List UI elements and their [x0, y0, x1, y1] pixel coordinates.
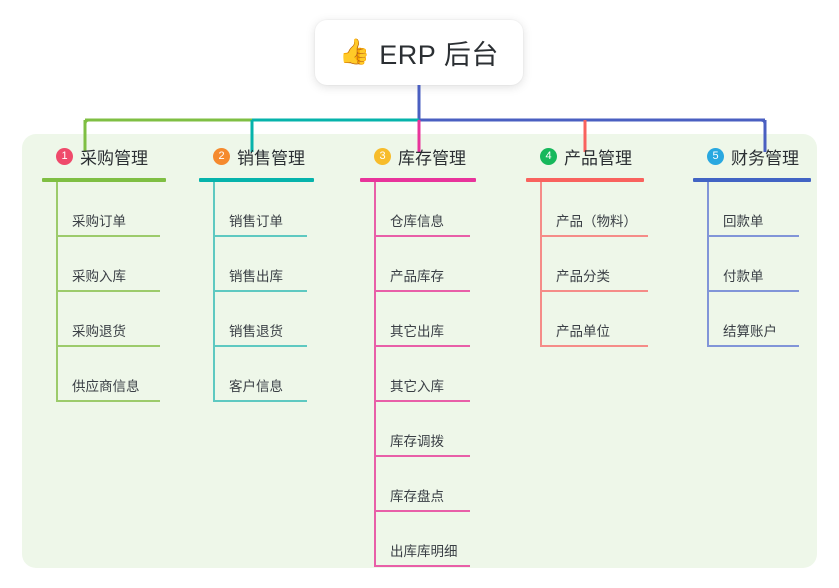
- branch-header-rule: [526, 178, 644, 182]
- branch-columns: 1 采购管理采购订单采购入库采购退货供应商信息 2 销售管理销售订单销售出库销售退货客…: [22, 134, 817, 568]
- branch-number-badge: 5: [707, 147, 724, 165]
- branch-leaf-item[interactable]: 回款单: [707, 182, 799, 237]
- branch-column-3: 3 库存管理仓库信息产品库存其它出库其它入库库存调拨库存盘点出库库明细: [360, 134, 476, 567]
- branch-leaf-label: 采购入库: [72, 268, 126, 284]
- branch-leaf-item[interactable]: 其它入库: [374, 347, 470, 402]
- branch-number-badge: 3: [374, 147, 391, 165]
- branch-leaf-label: 库存盘点: [390, 488, 444, 504]
- branch-leaf-label: 供应商信息: [72, 378, 140, 394]
- branch-leaf-label: 产品（物料）: [556, 213, 637, 229]
- branch-leaf-item[interactable]: 出库库明细: [374, 512, 470, 567]
- branch-leaf-label: 结算账户: [723, 323, 777, 339]
- branch-leaf-label: 回款单: [723, 213, 764, 229]
- branch-header-4[interactable]: 4 产品管理: [526, 134, 648, 178]
- branch-leaf-item[interactable]: 产品分类: [540, 237, 648, 292]
- branch-column-5: 5 财务管理回款单付款单结算账户: [693, 134, 811, 347]
- branch-leaf-label: 出库库明细: [390, 543, 458, 559]
- branch-leaf-label: 销售退货: [229, 323, 283, 339]
- thumbs-up-icon: 👍: [339, 38, 371, 66]
- branch-column-1: 1 采购管理采购订单采购入库采购退货供应商信息: [42, 134, 166, 402]
- bus-right-elbow: [755, 118, 767, 128]
- branch-leaf-label: 产品分类: [556, 268, 610, 284]
- branch-leaf-item[interactable]: 结算账户: [707, 292, 799, 347]
- branch-leaf-item[interactable]: 库存调拨: [374, 402, 470, 457]
- branch-column-2: 2 销售管理销售订单销售出库销售退货客户信息: [199, 134, 314, 402]
- branch-leaf-label: 销售订单: [229, 213, 283, 229]
- branch-leaf-label: 产品库存: [390, 268, 444, 284]
- branch-leaf-item[interactable]: 销售退货: [213, 292, 307, 347]
- branch-leaf-item[interactable]: 供应商信息: [56, 347, 160, 402]
- branch-leaf-label: 采购订单: [72, 213, 126, 229]
- branch-header-3[interactable]: 3 库存管理: [360, 134, 476, 178]
- branch-leaf-item[interactable]: 产品（物料）: [540, 182, 648, 237]
- root-node-title: ERP 后台: [379, 40, 499, 70]
- branch-leaf-item[interactable]: 产品库存: [374, 237, 470, 292]
- branch-leaf-label: 客户信息: [229, 378, 283, 394]
- branch-panel: [22, 134, 817, 568]
- branch-leaf-item[interactable]: 采购退货: [56, 292, 160, 347]
- branch-leaf-item[interactable]: 采购订单: [56, 182, 160, 237]
- branch-header-1[interactable]: 1 采购管理: [42, 134, 166, 178]
- branch-leaf-label: 产品单位: [556, 323, 610, 339]
- branch-leaf-item[interactable]: 库存盘点: [374, 457, 470, 512]
- branch-leaf-label: 其它入库: [390, 378, 444, 394]
- bus-left-elbow: [83, 118, 95, 128]
- branch-title: 采购管理: [80, 148, 148, 168]
- branch-leaf-item[interactable]: 客户信息: [213, 347, 307, 402]
- branch-leaf-item[interactable]: 采购入库: [56, 237, 160, 292]
- branch-leaf-list: 仓库信息产品库存其它出库其它入库库存调拨库存盘点出库库明细: [360, 182, 476, 567]
- branch-leaf-label: 库存调拨: [390, 433, 444, 449]
- branch-title: 产品管理: [564, 148, 632, 168]
- branch-header-rule: [360, 178, 476, 182]
- branch-leaf-label: 付款单: [723, 268, 764, 284]
- branch-leaf-label: 其它出库: [390, 323, 444, 339]
- branch-number-badge: 4: [540, 147, 557, 165]
- root-node-card[interactable]: 👍 ERP 后台: [315, 20, 523, 85]
- branch-leaf-item[interactable]: 销售订单: [213, 182, 307, 237]
- branch-title: 库存管理: [398, 148, 466, 168]
- branch-leaf-list: 销售订单销售出库销售退货客户信息: [199, 182, 314, 402]
- branch-leaf-label: 销售出库: [229, 268, 283, 284]
- branch-header-rule: [693, 178, 811, 182]
- branch-header-2[interactable]: 2 销售管理: [199, 134, 314, 178]
- branch-leaf-list: 采购订单采购入库采购退货供应商信息: [42, 182, 166, 402]
- branch-leaf-item[interactable]: 其它出库: [374, 292, 470, 347]
- branch-column-4: 4 产品管理产品（物料） 产品分类产品单位: [526, 134, 648, 347]
- branch-header-rule: [42, 178, 166, 182]
- branch-leaf-label: 仓库信息: [390, 213, 444, 229]
- branch-number-badge: 1: [56, 147, 73, 165]
- branch-header-5[interactable]: 5 财务管理: [693, 134, 811, 178]
- branch-leaf-item[interactable]: 付款单: [707, 237, 799, 292]
- branch-title: 销售管理: [237, 148, 305, 168]
- branch-number-badge: 2: [213, 147, 230, 165]
- branch-leaf-label: 采购退货: [72, 323, 126, 339]
- branch-leaf-list: 回款单付款单结算账户: [693, 182, 811, 347]
- branch-leaf-item[interactable]: 产品单位: [540, 292, 648, 347]
- branch-leaf-list: 产品（物料） 产品分类产品单位: [526, 182, 648, 347]
- root-node-content: 👍 ERP 后台: [339, 33, 499, 72]
- branch-title: 财务管理: [731, 148, 799, 168]
- branch-leaf-item[interactable]: 销售出库: [213, 237, 307, 292]
- branch-header-rule: [199, 178, 314, 182]
- branch-leaf-item[interactable]: 仓库信息: [374, 182, 470, 237]
